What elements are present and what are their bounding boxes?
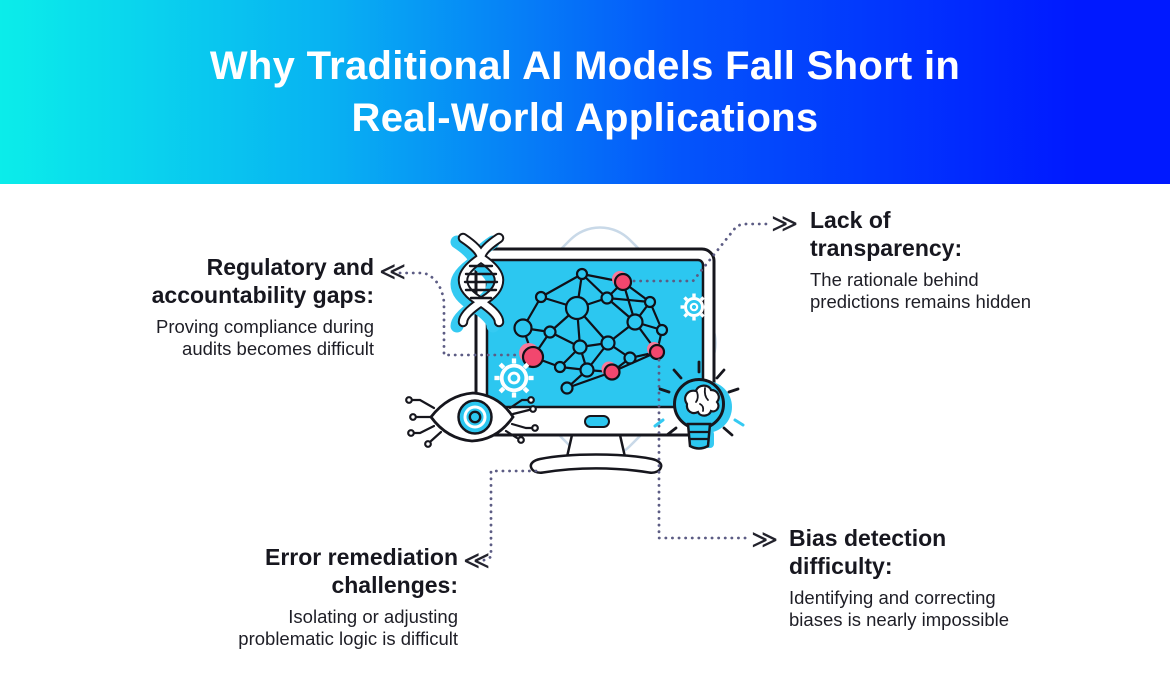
network-nodes	[513, 267, 669, 395]
callout-body: The rationale behind predictions remains…	[810, 269, 1032, 312]
callout-title: Regulatory and accountability gaps:	[151, 254, 374, 308]
neural-network-brain-icon	[513, 267, 669, 395]
header-banner: Why Traditional AI Models Fall Short in …	[0, 0, 1170, 184]
callout-lack-of-transparency: Lack of transparency: The rationale behi…	[810, 206, 1031, 313]
connector-bias	[657, 358, 752, 540]
connector-dotted-lines	[398, 222, 774, 563]
callout-title: Bias detection difficulty:	[789, 525, 947, 579]
chevron-right-icon: ≫	[751, 525, 779, 555]
eye-circuit-icon	[405, 391, 539, 448]
chevron-left-icon: ≪	[463, 546, 491, 576]
page-title: Why Traditional AI Models Fall Short in …	[209, 44, 961, 140]
lightbulb-brain-icon	[653, 360, 745, 450]
chevron-left-icon: ≪	[379, 257, 407, 287]
chevron-right-icon: ≫	[771, 209, 799, 239]
monitor-stand-base	[529, 453, 663, 474]
connector-transparency	[632, 222, 774, 283]
gear-icon	[680, 293, 708, 321]
callout-regulatory-gaps: Regulatory and accountability gaps: Prov…	[152, 253, 374, 360]
callout-bias-detection: Bias detection difficulty: Identifying a…	[789, 524, 1009, 631]
callout-title: Error remediation challenges:	[265, 544, 458, 598]
bulb-base	[686, 422, 712, 450]
red-nodes	[521, 272, 666, 381]
bulb-rays	[658, 360, 740, 437]
gear-icon	[494, 358, 534, 398]
eye-pupil	[468, 410, 482, 424]
monitor-button	[584, 415, 610, 428]
callout-error-remediation: Error remediation challenges: Isolating …	[238, 543, 458, 650]
callout-body: Proving compliance during audits becomes…	[155, 316, 374, 359]
brain-outline	[684, 384, 720, 417]
dna-icon	[450, 232, 505, 333]
network-edges	[521, 272, 664, 390]
callout-title: Lack of transparency:	[810, 207, 963, 261]
circuit-traces	[405, 396, 539, 448]
callout-body: Isolating or adjusting problematic logic…	[238, 606, 458, 649]
ai-monitor-illustration	[398, 222, 774, 563]
callout-body: Identifying and correcting biases is nea…	[789, 587, 1010, 630]
